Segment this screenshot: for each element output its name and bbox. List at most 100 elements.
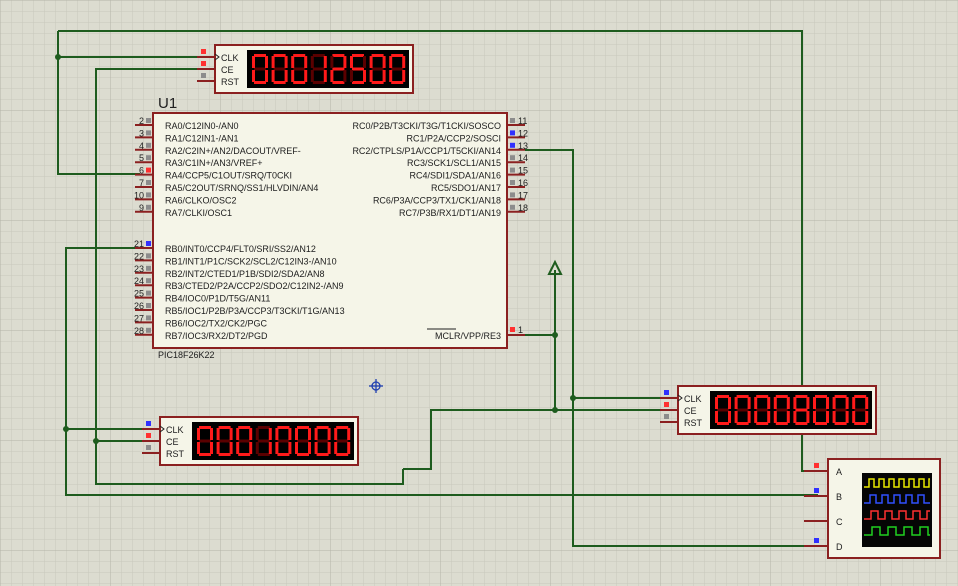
led-digit <box>793 395 810 425</box>
pin-number: 21 <box>134 239 144 249</box>
wire-top-clk-to-ra4[interactable] <box>57 56 215 175</box>
pin-label: RB3/CTED2/P2A/CCP2/SDO2/C12IN2-/AN9 <box>165 281 344 291</box>
pin-state-marker <box>146 421 151 426</box>
led-digit <box>852 395 869 425</box>
led-digit <box>754 395 771 425</box>
pin-state-marker <box>510 118 515 123</box>
pin-label: RC5/SDO1/AN17 <box>431 183 501 193</box>
wire-rb0-to-scope-b[interactable] <box>65 247 818 496</box>
led-digit <box>255 426 272 456</box>
counter-pin-rst[interactable]: RST <box>142 445 185 459</box>
pin-number: 22 <box>134 251 144 261</box>
wire-rc2-to-scope-d[interactable] <box>525 149 818 547</box>
counter-pin-clk[interactable]: CLK <box>142 421 184 435</box>
power-terminal-icon[interactable] <box>547 259 563 275</box>
pin-state-marker <box>664 390 669 395</box>
scope-channel-label: A <box>836 467 842 477</box>
pin-state-marker <box>146 130 151 136</box>
scope-channel-a[interactable]: A <box>804 463 842 477</box>
counter-pin-clk[interactable]: CLK <box>197 49 239 63</box>
pin-state-marker <box>146 253 151 259</box>
pin-state-marker <box>146 303 151 308</box>
scope-channel-c[interactable]: C <box>804 517 843 527</box>
led-digit <box>369 54 386 84</box>
pin-number: 24 <box>134 276 144 286</box>
pin-state-marker <box>146 433 151 438</box>
scope-channel-d[interactable]: D <box>804 538 843 552</box>
counter-pin-ce[interactable]: CE <box>197 61 234 75</box>
mcu-ref: U1 <box>158 95 177 112</box>
pin-label: RA2/C2IN+/AN2/DACOUT/VREF- <box>165 146 301 156</box>
pin-state-marker <box>510 192 515 198</box>
pin-label: RA6/CLKO/OSC2 <box>165 195 237 205</box>
counter-pin-ce[interactable]: CE <box>142 433 179 447</box>
pin-number: 2 <box>139 116 144 126</box>
scope-channel-label: C <box>836 517 843 527</box>
pin-label: RA7/CLKI/OSC1 <box>165 208 232 218</box>
pin-label: RB2/INT2/CTED1/P1B/SDI2/SDA2/AN8 <box>165 269 325 279</box>
scope-traces <box>864 478 930 536</box>
counter-pin-clk[interactable]: CLK <box>660 390 702 404</box>
counter-pin-rst[interactable]: RST <box>197 73 240 87</box>
pin-state-marker <box>146 265 151 271</box>
led-digit <box>314 426 331 456</box>
pin-state-marker <box>664 414 669 419</box>
pin-state-marker <box>146 290 151 296</box>
pin-state-marker <box>146 192 151 198</box>
led-digit <box>773 395 790 425</box>
pin-number: 3 <box>139 128 144 138</box>
counter-pin-rst[interactable]: RST <box>660 414 703 428</box>
led-digit <box>334 426 351 456</box>
oscilloscope[interactable]: A B C D <box>804 458 941 559</box>
pin-state-marker <box>664 402 669 407</box>
scope-channel-b[interactable]: B <box>804 488 842 502</box>
pin-state-marker <box>814 488 819 493</box>
pin-state-marker <box>146 155 151 161</box>
pin-state-marker <box>814 538 819 543</box>
counter-pin-ce[interactable]: CE <box>660 402 697 416</box>
counter-pin-label: RST <box>221 77 240 87</box>
led-digit <box>389 54 406 84</box>
led-digit <box>310 54 327 84</box>
pin-label: RC3/SCK1/SCL1/AN15 <box>407 158 501 168</box>
pin-label: RB6/IOC2/TX2/CK2/PGC <box>165 318 268 328</box>
mcu-pin-mclr[interactable]: 1 MCLR/VPP/RE3 <box>427 325 525 341</box>
wire-top-ce[interactable] <box>95 68 404 485</box>
pin-number: 7 <box>139 178 144 188</box>
pin-number: 4 <box>139 141 144 151</box>
led-digit <box>330 54 347 84</box>
wires <box>57 30 818 547</box>
scope-channel-label: D <box>836 542 843 552</box>
led-digit <box>813 395 829 425</box>
